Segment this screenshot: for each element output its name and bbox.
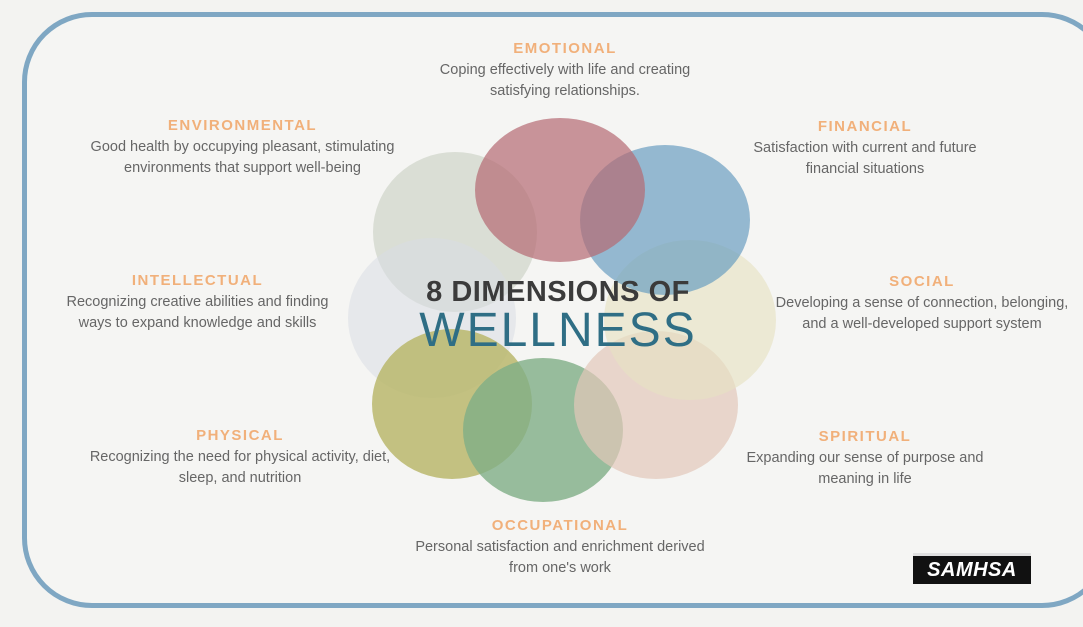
- physical-heading: PHYSICAL: [196, 427, 284, 444]
- occupational-heading: OCCUPATIONAL: [491, 517, 629, 534]
- occupational-description: Personal satisfaction and enrichment der…: [415, 539, 705, 576]
- emotional-heading: EMOTIONAL: [513, 40, 617, 57]
- emotional-description: Coping effectively with life and creatin…: [439, 62, 691, 99]
- environmental-description: Good health by occupying pleasant, stimu…: [90, 139, 395, 176]
- environmental-block: ENVIRONMENTAL Good health by occupying p…: [70, 117, 415, 179]
- financial-description: Satisfaction with current and future fin…: [753, 140, 977, 177]
- occupational-block: OCCUPATIONAL Personal satisfaction and e…: [385, 517, 735, 579]
- spiritual-heading: SPIRITUAL: [818, 428, 912, 445]
- intellectual-description: Recognizing creative abilities and findi…: [66, 294, 329, 331]
- spiritual-description: Expanding our sense of purpose and meani…: [746, 450, 984, 487]
- rounded-frame: [22, 12, 1083, 608]
- title-line-1: 8 DIMENSIONS OF: [426, 276, 690, 308]
- title-line-2: WELLNESS: [419, 304, 697, 357]
- financial-heading: FINANCIAL: [817, 118, 913, 135]
- social-block: SOCIAL Developing a sense of connection,…: [772, 273, 1072, 335]
- physical-description: Recognizing the need for physical activi…: [89, 449, 391, 486]
- financial-block: FINANCIAL Satisfaction with current and …: [700, 118, 1030, 180]
- physical-block: PHYSICAL Recognizing the need for physic…: [70, 427, 410, 489]
- environmental-heading: ENVIRONMENTAL: [167, 117, 318, 134]
- intellectual-heading: INTELLECTUAL: [131, 272, 264, 289]
- intellectual-block: INTELLECTUAL Recognizing creative abilit…: [50, 272, 345, 334]
- emotional-petal: [475, 118, 645, 262]
- diagram-title: 8 DIMENSIONS OF WELLNESS: [388, 276, 728, 357]
- social-heading: SOCIAL: [889, 273, 955, 290]
- social-description: Developing a sense of connection, belong…: [775, 295, 1069, 332]
- spiritual-block: SPIRITUAL Expanding our sense of purpose…: [700, 428, 1030, 490]
- emotional-block: EMOTIONAL Coping effectively with life a…: [370, 40, 760, 102]
- samhsa-logo: SAMHSA: [913, 553, 1031, 584]
